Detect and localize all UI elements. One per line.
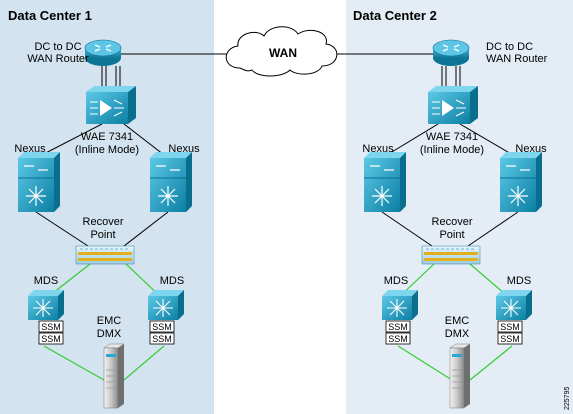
ssm-label: SSM <box>388 322 408 332</box>
nexus-switch-left-icon <box>18 152 60 212</box>
storage-label-line1: EMC <box>97 315 122 327</box>
link-nexus-rp-left-1 <box>35 211 89 247</box>
wae-label-line2: (Inline Mode) <box>420 144 484 156</box>
mds-switch-left-icon <box>382 290 418 345</box>
router-label-line1: DC to DC <box>34 41 81 53</box>
link-nexus-rp-right-1 <box>123 211 169 247</box>
storage-label-line2: DMX <box>445 328 470 340</box>
data-center-2: DC to DC WAN Router WAE 7341 (Inline Mod… <box>362 39 548 409</box>
wae-7341-icon <box>86 86 136 124</box>
ssm-label: SSM <box>41 334 61 344</box>
recover-point-appliance-icon <box>421 245 481 265</box>
nexus-switch-left-icon <box>364 152 406 212</box>
mds-left-label: MDS <box>34 275 58 287</box>
nexus-left-label: Nexus <box>14 143 46 155</box>
wae-label-line1: WAE 7341 <box>81 131 133 143</box>
mds-right-label: MDS <box>160 275 184 287</box>
ssm-label: SSM <box>152 334 172 344</box>
mds-left-label: MDS <box>384 275 408 287</box>
nexus-switch-right-icon <box>500 152 542 212</box>
router-label-line2: WAN Router <box>27 53 89 65</box>
mds-right-label: MDS <box>507 275 531 287</box>
router-label-line2: WAN Router <box>486 53 548 65</box>
wae-label-line2: (Inline Mode) <box>75 144 139 156</box>
emc-dmx-storage-icon <box>449 343 471 409</box>
recover-point-label-line1: Recover <box>432 216 473 228</box>
ssm-label: SSM <box>388 334 408 344</box>
recover-point-label-line1: Recover <box>83 216 124 228</box>
wae-label-line1: WAE 7341 <box>426 131 478 143</box>
ssm-label: SSM <box>41 322 61 332</box>
ssm-label: SSM <box>500 322 520 332</box>
nexus-left-label: Nexus <box>362 143 394 155</box>
router-label-line1: DC to DC <box>486 41 533 53</box>
figure-number: 225795 <box>564 387 571 410</box>
mds-switch-right-icon <box>148 290 184 345</box>
recover-point-appliance-icon <box>75 245 135 265</box>
nexus-right-label: Nexus <box>515 143 547 155</box>
storage-label-line1: EMC <box>445 315 470 327</box>
ssm-label: SSM <box>500 334 520 344</box>
nexus-right-label: Nexus <box>168 143 200 155</box>
data-center-2-title: Data Center 2 <box>353 8 437 23</box>
mds-switch-left-icon <box>28 290 64 345</box>
recover-point-label-line2: Point <box>439 229 464 241</box>
wan-router-icon <box>84 39 122 66</box>
mds-switch-right-icon <box>496 290 532 345</box>
data-center-1-title: Data Center 1 <box>8 8 92 23</box>
data-center-1: DC to DC WAN Router WAE 7341 (Inline Mod… <box>14 39 200 409</box>
recover-point-label-line2: Point <box>90 229 115 241</box>
wan-router-icon <box>432 39 470 66</box>
wan-label: WAN <box>269 46 297 60</box>
wae-7341-icon <box>428 86 478 124</box>
storage-label-line2: DMX <box>97 328 122 340</box>
emc-dmx-storage-icon <box>103 343 125 409</box>
ssm-label: SSM <box>152 322 172 332</box>
wan-cloud-icon: WAN <box>225 26 338 77</box>
nexus-switch-right-icon <box>150 152 192 212</box>
